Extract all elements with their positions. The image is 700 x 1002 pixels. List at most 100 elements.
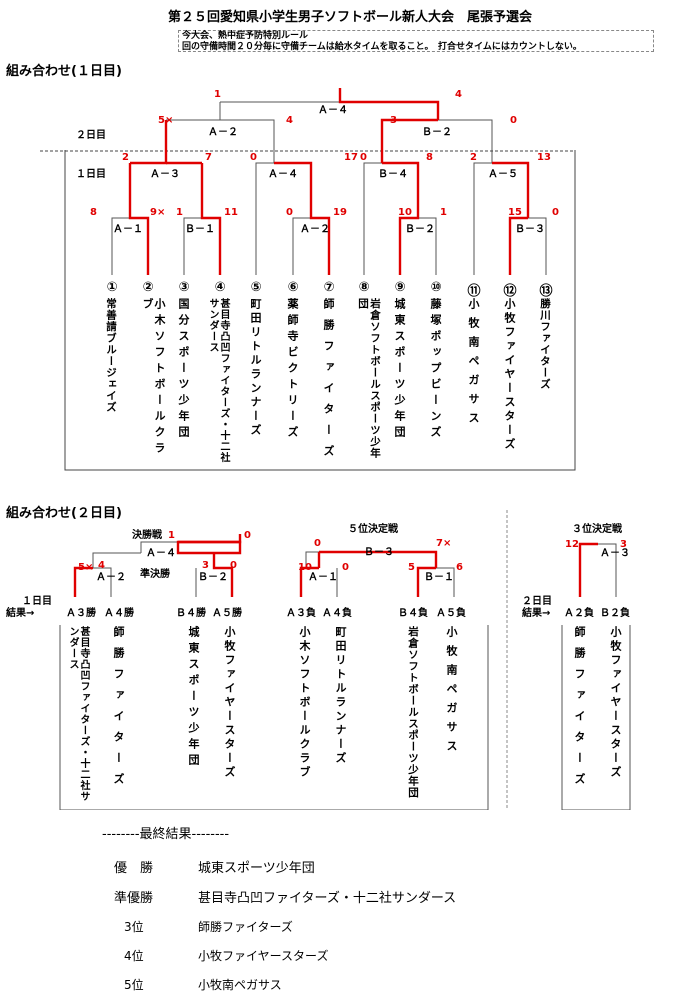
- game-a1: Ａ－１: [113, 223, 143, 235]
- final-team: 小牧ファイヤースターズ: [198, 949, 329, 963]
- score: 4: [286, 115, 293, 126]
- day2-scores: 5× 4 3 0 1 0 10 0 5 6 0 7× 12 3: [78, 530, 627, 573]
- slot-label: Ｂ４勝: [176, 608, 206, 619]
- score: 19: [333, 207, 347, 218]
- score: 6: [456, 562, 463, 573]
- score: 0: [230, 560, 237, 571]
- team-number: ③: [178, 280, 190, 295]
- score: 3: [390, 115, 397, 126]
- team-number: ④: [214, 280, 226, 295]
- game-a5: Ａ－５: [488, 168, 518, 180]
- day2-result-label-2: 結果→: [522, 608, 551, 619]
- score: 8: [426, 152, 433, 163]
- team-name: 師勝ファイターズ: [112, 626, 125, 794]
- score: 17: [344, 152, 358, 163]
- score: 1: [440, 207, 447, 218]
- final-team: 甚目寺凸凹ファイターズ・十二社サンダース: [198, 891, 457, 906]
- team-number: ②: [142, 280, 154, 295]
- slot-label: Ａ３勝: [66, 608, 96, 619]
- game-b2-top: Ｂ－２: [422, 126, 452, 138]
- score: 11: [224, 207, 238, 218]
- third-title: ３位決定戦: [572, 522, 623, 535]
- team-number: ⑤: [250, 280, 262, 295]
- notice-line-1: 今大会、熱中症予防特別ルール: [182, 31, 309, 41]
- team-name: 小木ソフトボールクラブ: [298, 626, 311, 780]
- score: 4: [455, 89, 462, 100]
- bracket-grey-lines: [64, 101, 576, 471]
- score: 7×: [436, 538, 451, 549]
- slot-label: Ａ５勝: [212, 608, 242, 619]
- game-a3: Ａ－３: [600, 547, 630, 559]
- final-rank: 4位: [124, 949, 144, 963]
- team-name: 師勝ファイターズ: [322, 298, 335, 466]
- game-b3: Ｂ－３: [364, 546, 394, 558]
- score: 10: [298, 562, 312, 573]
- final-team: 小牧南ペガサス: [198, 978, 282, 992]
- team-name: 甚目寺凸凹ファイターズ・十二社サンダース: [67, 626, 89, 802]
- score: 5: [408, 562, 415, 573]
- slot-label: Ａ２負: [564, 608, 594, 619]
- score: 13: [537, 152, 551, 163]
- team-number: ⑫: [503, 284, 517, 299]
- game-a4: Ａ－４: [268, 168, 298, 180]
- final-team: 城東スポーツ少年団: [198, 861, 315, 876]
- game-a3: Ａ－３: [150, 168, 180, 180]
- team-number: ①: [106, 280, 118, 295]
- team-name: 城東スポーツ少年団: [393, 298, 406, 442]
- game-b3: Ｂ－３: [515, 223, 545, 235]
- final-rank: 準優勝: [114, 891, 154, 906]
- team-name: 町田リトルランナーズ: [249, 298, 262, 438]
- slot-label: Ａ３負: [286, 608, 316, 619]
- game-b4: Ｂ－４: [378, 168, 408, 180]
- day2-bracket: 決勝戦 ５位決定戦 ３位決定戦 準決勝 Ａ－２ Ｂ－２ Ａ－４ Ａ－１ Ｂ－１ …: [59, 510, 631, 810]
- score: 0: [286, 207, 293, 218]
- game-b1: Ｂ－１: [424, 571, 454, 583]
- day2-section-title: 組み合わせ(２日目): [6, 506, 122, 521]
- team-name: 師勝ファイターズ: [573, 626, 586, 794]
- day2-day1-label: １日目: [22, 596, 52, 607]
- final-heading: --------最終結果--------: [102, 827, 230, 842]
- score: 0: [244, 530, 251, 541]
- day1-section-title: 組み合わせ(１日目): [6, 64, 122, 79]
- team-number: ⑧: [358, 280, 370, 295]
- score: 0: [250, 152, 257, 163]
- game-a4-top: Ａ－４: [318, 104, 348, 116]
- score: 2: [122, 152, 129, 163]
- day2-result-label: 結果→: [6, 608, 35, 619]
- score: 10: [398, 207, 412, 218]
- score: 15: [508, 207, 522, 218]
- score: 1: [214, 89, 221, 100]
- slot-label: Ａ４勝: [104, 608, 134, 619]
- team-name: 小牧南ペガサス: [445, 626, 458, 759]
- day2-day2-label: ２日目: [522, 596, 552, 607]
- team-name: 小木ソフトボールクラブ: [141, 298, 166, 458]
- score: 1: [168, 530, 175, 541]
- team-name: 小牧ファイヤースターズ: [223, 626, 236, 780]
- team-number: ⑦: [323, 280, 335, 295]
- day1-label-day2: ２日目: [76, 130, 106, 141]
- team-name: 小牧ファイヤースターズ: [609, 626, 622, 780]
- game-b2: Ｂ－２: [198, 571, 228, 583]
- notice-box: 今大会、熱中症予防特別ルール 回の守備時間２０分毎に守備チームは給水タイムを取る…: [178, 30, 654, 52]
- semi-label: 準決勝: [140, 567, 171, 580]
- game-a2: Ａ－２: [96, 571, 126, 583]
- final-title: 決勝戦: [132, 528, 163, 541]
- score: 5×: [158, 115, 173, 126]
- team-name: 甚目寺凸凹ファイターズ・十二社サンダース: [207, 298, 229, 463]
- score: 3: [620, 539, 627, 550]
- team-name: 藤塚ポップビーンズ: [429, 298, 442, 442]
- team-number: ⑥: [287, 280, 299, 295]
- team-number: ⑬: [539, 284, 553, 299]
- team-name: 城東スポーツ少年団: [187, 626, 200, 770]
- score: 4: [98, 560, 105, 571]
- score: 0: [510, 115, 517, 126]
- game-a4: Ａ－４: [146, 547, 176, 559]
- notice-line-2: 回の守備時間２０分毎に守備チームは給水タイムを取ること。 打合せタイムにはカウン…: [182, 42, 582, 52]
- team-name: 常善請ブルージェイズ: [105, 298, 117, 413]
- score: 7: [205, 152, 212, 163]
- score: 12: [565, 539, 579, 550]
- team-name: 町田リトルランナーズ: [334, 626, 347, 766]
- score: 0: [342, 562, 349, 573]
- game-a1: Ａ－１: [308, 571, 338, 583]
- slot-label: Ｂ２負: [600, 608, 630, 619]
